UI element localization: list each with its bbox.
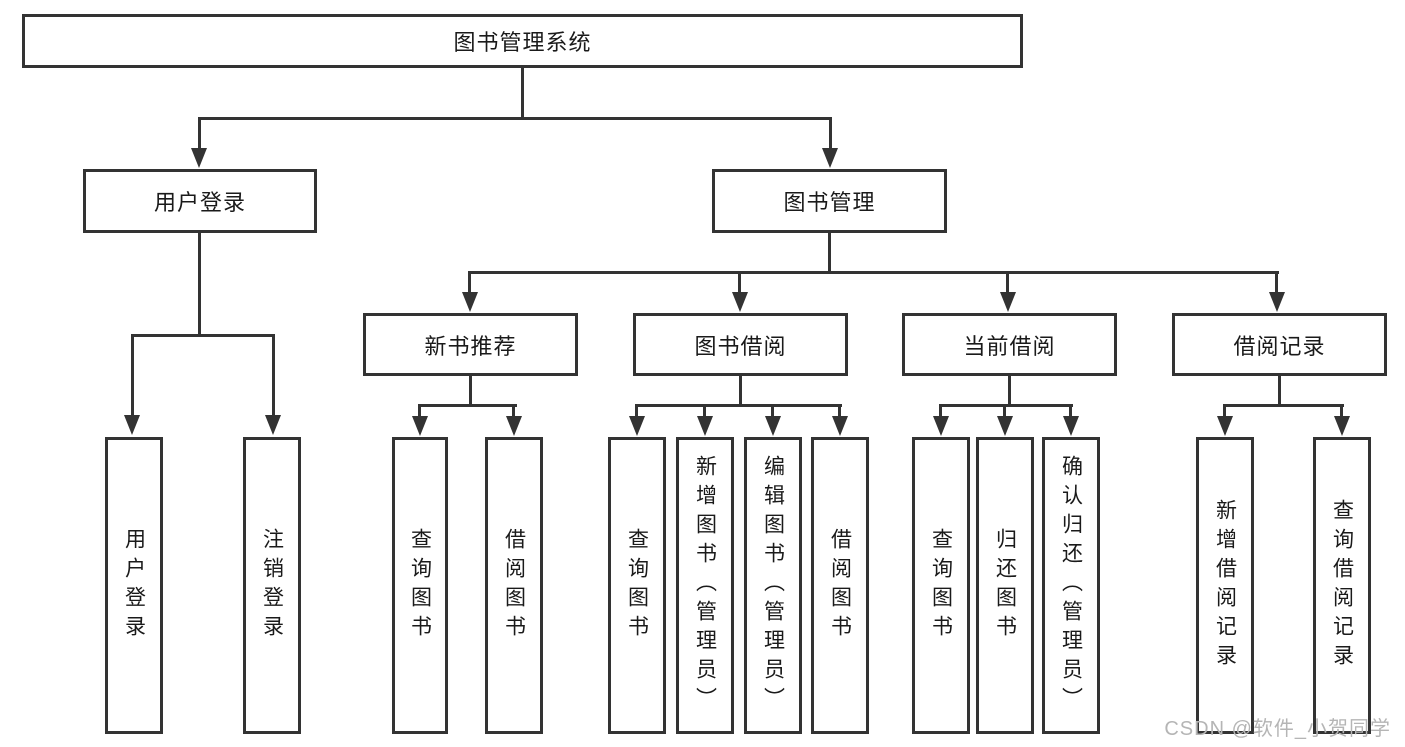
leaf-bb-edit-books-admin-label: 编辑图书（管理员） [761, 455, 785, 716]
connector-drop-nb-borrow [512, 404, 515, 418]
leaf-bb-add-books-admin: 新增图书（管理员） [676, 437, 734, 734]
arrowhead-bb-borrow [832, 416, 848, 436]
node-root-label: 图书管理系统 [453, 30, 592, 55]
arrowhead-nb-query [412, 416, 428, 436]
arrowhead-br-query [1334, 416, 1350, 436]
connector-book-borrow-stem [739, 376, 742, 407]
leaf-nb-borrow-books: 借阅图书 [485, 437, 543, 734]
connector-drop-nb-query [418, 404, 421, 418]
connector-drop-leaf-login [131, 334, 134, 416]
arrowhead-cb-query [933, 416, 949, 436]
csdn-watermark: CSDN @软件_小贺同学 [1164, 718, 1391, 740]
leaf-nb-query-books-label: 查询图书 [408, 527, 432, 644]
leaf-cb-query-books: 查询图书 [912, 437, 970, 734]
leaf-br-add-record: 新增借阅记录 [1196, 437, 1254, 734]
leaf-nb-query-books: 查询图书 [392, 437, 448, 734]
node-book-borrow-label: 图书借阅 [694, 333, 787, 359]
connector-new-book-bus [418, 404, 517, 407]
arrowhead-cb-return [997, 416, 1013, 436]
connector-drop-cb-query [939, 404, 942, 418]
connector-current-borrow-bus [939, 404, 1073, 407]
connector-drop-cb-confirm [1069, 404, 1072, 418]
arrowhead-book-mgmt [822, 148, 838, 168]
leaf-br-add-record-label: 新增借阅记录 [1213, 498, 1237, 673]
connector-drop-bb-query [635, 404, 638, 418]
leaf-bb-borrow-books: 借阅图书 [811, 437, 869, 734]
leaf-logout: 注销登录 [243, 437, 301, 734]
arrowhead-book-borrow [732, 292, 748, 312]
node-root: 图书管理系统 [22, 14, 1023, 68]
leaf-cb-return-books: 归还图书 [976, 437, 1034, 734]
connector-drop-book-mgmt [829, 117, 832, 149]
node-book-mgmt-label: 图书管理 [783, 190, 876, 215]
arrowhead-leaf-logout [265, 415, 281, 435]
connector-user-login-bus [131, 334, 275, 337]
node-borrow-records: 借阅记录 [1172, 313, 1387, 376]
leaf-nb-borrow-books-label: 借阅图书 [502, 527, 526, 644]
connector-drop-new-book [468, 271, 471, 295]
node-current-borrow-label: 当前借阅 [963, 333, 1056, 359]
arrowhead-user-login [191, 148, 207, 168]
connector-drop-br-add [1223, 404, 1226, 418]
node-borrow-records-label: 借阅记录 [1233, 333, 1326, 359]
leaf-cb-confirm-return-admin-label: 确认归还（管理员） [1059, 455, 1083, 716]
node-user-login: 用户登录 [83, 169, 317, 233]
leaf-br-query-record: 查询借阅记录 [1313, 437, 1371, 734]
leaf-cb-return-books-label: 归还图书 [993, 527, 1017, 644]
leaf-br-query-record-label: 查询借阅记录 [1330, 498, 1354, 673]
arrowhead-bb-query [629, 416, 645, 436]
connector-new-book-stem [469, 376, 472, 407]
leaf-bb-edit-books-admin: 编辑图书（管理员） [744, 437, 802, 734]
connector-borrow-records-stem [1278, 376, 1281, 407]
connector-user-login-stem [198, 233, 201, 337]
leaf-logout-label: 注销登录 [260, 527, 284, 644]
connector-drop-borrow-records [1275, 271, 1278, 295]
connector-book-mgmt-bus [468, 271, 1279, 274]
leaf-bb-query-books-label: 查询图书 [625, 527, 649, 644]
arrowhead-new-book [462, 292, 478, 312]
node-user-login-label: 用户登录 [153, 190, 246, 215]
connector-book-mgmt-stem [828, 233, 831, 274]
connector-drop-bb-borrow [838, 404, 841, 418]
arrowhead-borrow-records [1269, 292, 1285, 312]
node-book-borrow: 图书借阅 [633, 313, 848, 376]
connector-drop-bb-add [703, 404, 706, 418]
arrowhead-bb-edit [765, 416, 781, 436]
leaf-bb-query-books: 查询图书 [608, 437, 666, 734]
connector-book-borrow-bus [635, 404, 842, 407]
node-current-borrow: 当前借阅 [902, 313, 1117, 376]
leaf-bb-borrow-books-label: 借阅图书 [828, 527, 852, 644]
leaf-cb-query-books-label: 查询图书 [929, 527, 953, 644]
connector-drop-current-borrow [1006, 271, 1009, 295]
arrowhead-nb-borrow [506, 416, 522, 436]
arrowhead-bb-add [697, 416, 713, 436]
connector-root-bus [198, 117, 832, 120]
connector-drop-book-borrow [738, 271, 741, 295]
leaf-user-login: 用户登录 [105, 437, 163, 734]
arrowhead-current-borrow [1000, 292, 1016, 312]
arrowhead-cb-confirm [1063, 416, 1079, 436]
leaf-bb-add-books-admin-label: 新增图书（管理员） [693, 455, 717, 716]
connector-root-stem [521, 68, 524, 119]
connector-current-borrow-stem [1008, 376, 1011, 407]
leaf-cb-confirm-return-admin: 确认归还（管理员） [1042, 437, 1100, 734]
connector-drop-leaf-logout [272, 334, 275, 416]
arrowhead-leaf-login [124, 415, 140, 435]
connector-drop-bb-edit [771, 404, 774, 418]
connector-borrow-records-bus [1223, 404, 1344, 407]
connector-drop-user-login [198, 117, 201, 149]
arrowhead-br-add [1217, 416, 1233, 436]
node-new-book-rec-label: 新书推荐 [424, 333, 517, 359]
connector-drop-br-query [1340, 404, 1343, 418]
node-book-mgmt: 图书管理 [712, 169, 947, 233]
leaf-user-login-label: 用户登录 [122, 527, 146, 644]
node-new-book-rec: 新书推荐 [363, 313, 578, 376]
connector-drop-cb-return [1003, 404, 1006, 418]
